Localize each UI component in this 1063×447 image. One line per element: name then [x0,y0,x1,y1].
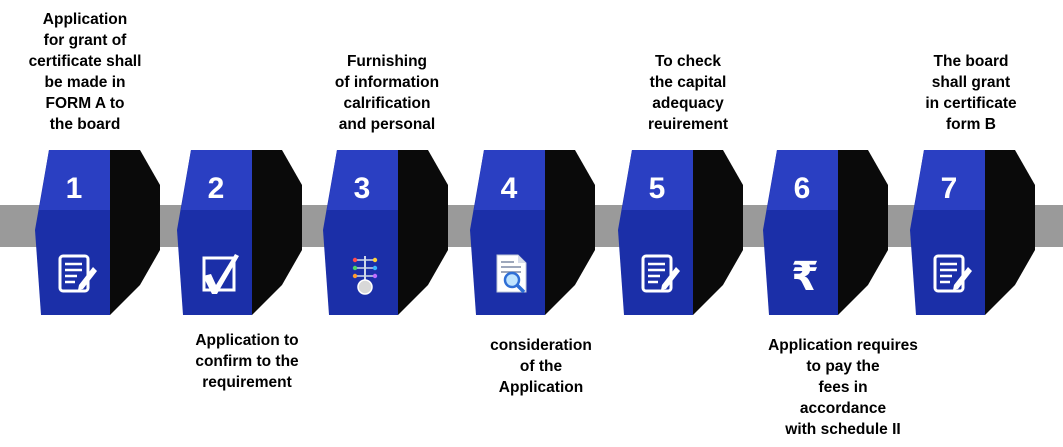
document-magnifier-icon [490,252,534,296]
label-line: for grant of [43,32,127,49]
label-line: and personal [338,116,436,133]
label-line: form B [946,116,996,133]
step-7-block: 7 [910,150,1035,315]
step-number: 4 [500,172,518,205]
label-line: of the [519,358,563,375]
step-2-cube [177,150,302,315]
label-line: with schedule II [785,421,901,438]
label-line: adequacy [652,95,724,112]
step-3-cube [323,150,448,315]
document-pencil-icon [55,252,99,296]
step-number: 2 [207,172,225,205]
block-side-face [838,150,888,315]
step-3-label: Furnishing of information calrification and… [287,51,487,135]
label-line: The board [933,53,1009,70]
step-2-label: Application to confirm to the requirement [147,330,347,393]
block-upper-face [39,150,110,210]
step-6-label: Application requires to pay the fees in acc… [743,335,943,440]
label-line: in certificate [925,95,1017,112]
step-5-label: To check the capital adequacy reuirement [588,51,788,135]
block-side-face [398,150,448,315]
block-upper-face [327,150,398,210]
label-line: requirement [202,374,292,391]
label-line: consideration [490,337,592,354]
step-number: 6 [793,172,811,205]
label-line: Application to [195,332,299,349]
information-tree-icon [343,252,387,296]
step-2-block: 2 [177,150,302,315]
label-line: To check [654,53,722,70]
block-upper-face [474,150,545,210]
step-3-block: 3 [323,150,448,315]
block-upper-face [181,150,252,210]
label-line: be made in [44,74,126,91]
step-7-label: The board shall grant in certificate form B [871,51,1063,135]
checkbox-checked-icon [197,252,241,296]
step-number: 1 [65,172,83,205]
svg-text:₹: ₹ [791,254,819,296]
label-line: Application requires [768,337,918,354]
step-6-cube [763,150,888,315]
step-1-label: Application for grant of certificate shall… [0,9,185,135]
block-side-face [985,150,1035,315]
label-line: shall grant [931,74,1011,91]
label-line: accordance [799,400,887,417]
label-line: Application [42,11,128,28]
block-side-face [110,150,160,315]
label-line: of information [334,74,440,91]
step-number: 5 [648,172,666,205]
step-4-block: 4 [470,150,595,315]
block-upper-face [767,150,838,210]
step-number: 7 [940,172,958,205]
step-1-block: 1 [35,150,160,315]
label-line: Application [498,379,584,396]
label-line: calrification [343,95,431,112]
block-side-face [693,150,743,315]
step-5-block: 5 [618,150,743,315]
label-line: confirm to the [195,353,299,370]
block-side-face [545,150,595,315]
document-pencil-icon [638,252,682,296]
label-line: reuirement [647,116,729,133]
block-upper-face [622,150,693,210]
block-side-face [252,150,302,315]
step-6-block: 6₹ [763,150,888,315]
label-line: the capital [649,74,727,91]
label-line: certificate shall [28,53,142,70]
rupee-icon: ₹ [783,252,827,296]
label-line: Furnishing [346,53,428,70]
step-number: 3 [353,172,371,205]
label-line: FORM A to [45,95,125,112]
block-upper-face [914,150,985,210]
label-line: to pay the [806,358,880,375]
document-pencil-icon [930,252,974,296]
label-line: fees in [818,379,868,396]
label-line: the board [49,116,121,133]
